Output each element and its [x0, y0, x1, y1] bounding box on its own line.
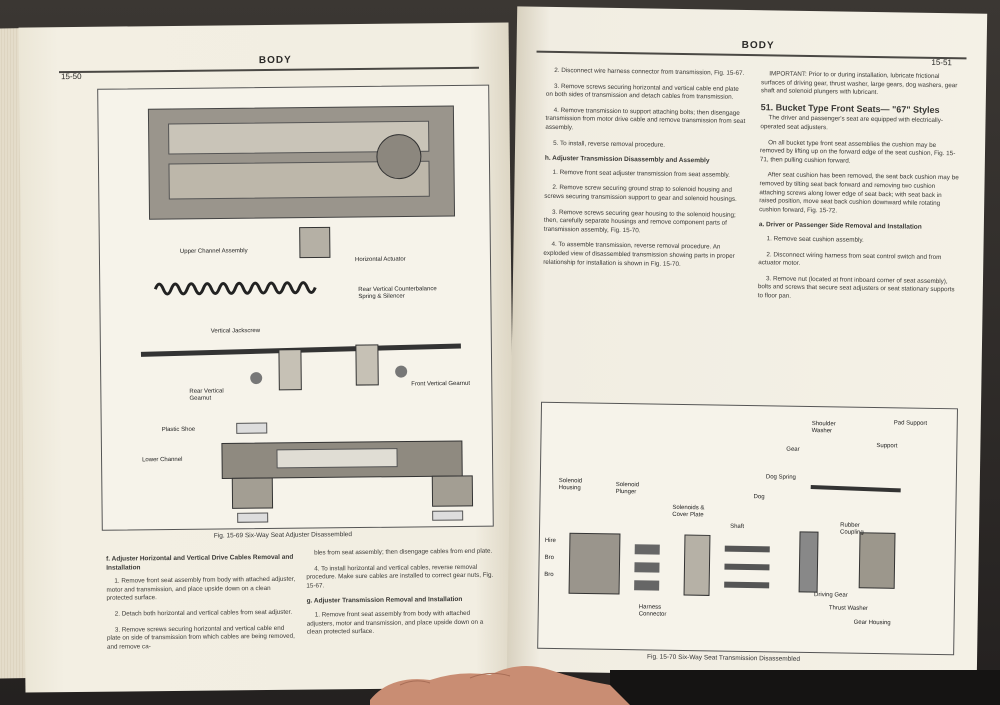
para: 2. Detach both horizontal and vertical c…: [114, 608, 293, 618]
heading-a: a. Driver or Passenger Side Removal and …: [758, 221, 922, 232]
label-driving-gear: Driving Gear: [813, 592, 848, 599]
label-rear-spring: Rear Vertical Counterbalance Spring & Si…: [358, 286, 437, 301]
para: 3. Remove screws securing horizontal and…: [106, 624, 295, 651]
left-page-number: 15-50: [61, 71, 82, 82]
label-jackscrew: Vertical Jackscrew: [210, 328, 261, 335]
left-header-rule: [58, 66, 479, 74]
label-plastic-shoe: Plastic Shoe: [161, 426, 196, 434]
para: After seat cushion has been removed, the…: [759, 171, 959, 215]
figure-15-69-caption: Fig. 15-69 Six-Way Seat Adjuster Disasse…: [213, 531, 353, 540]
label-rear-gearnut: Rear Vertical Gearnut: [189, 388, 224, 402]
label-shoulder-washer: Shoulder Washer: [811, 421, 836, 435]
label-upper-channel: Upper Channel Assembly: [179, 248, 248, 255]
para: 4. To assemble transmission, reverse rem…: [543, 241, 735, 268]
heading-f: f. Adjuster Horizontal and Vertical Driv…: [106, 553, 294, 572]
right-page-number: 15-51: [931, 57, 952, 68]
solenoid-housing-part: [568, 532, 621, 595]
right-header-rule: [536, 50, 967, 60]
para: 1. Remove seat cushion assembly.: [766, 235, 864, 244]
para: 2. Remove screw securing ground strap to…: [544, 184, 737, 203]
para: 1. Remove front seat assembly from body …: [306, 609, 484, 636]
label-support: Support: [876, 443, 898, 450]
plastic-shoe-part: [236, 422, 268, 434]
label-wire-3: Bro: [544, 571, 554, 578]
label-horizontal-actuator: Horizontal Actuator: [354, 256, 406, 264]
hand-image: [370, 666, 630, 705]
para: 4. Remove transmission to support attach…: [545, 106, 746, 132]
figure-15-70: Solenoid Housing Solenoid Plunger Soleno…: [537, 401, 958, 656]
para: 4. To install horizontal and vertical ca…: [306, 563, 494, 590]
para: 2. Disconnect wire harness connector fro…: [554, 66, 745, 77]
right-page-section-title: BODY: [741, 39, 775, 52]
counterbalance-spring-part: [153, 281, 317, 296]
label-harness-connector: Harness Connector: [638, 604, 667, 618]
para: 3. Remove nut (located at front inboard …: [757, 274, 955, 300]
label-lower-channel: Lower Channel: [142, 456, 183, 464]
right-column-2: IMPORTANT: Prior to or during installati…: [758, 70, 962, 311]
label-front-gearnut: Front Vertical Gearnut: [411, 380, 471, 388]
para: IMPORTANT: Prior to or during installati…: [760, 70, 958, 97]
figure-15-69: Upper Channel Assembly Horizontal Actuat…: [97, 84, 494, 531]
para: On all bucket type front seat assemblies…: [759, 138, 956, 165]
solenoids-cover-part: [683, 534, 711, 596]
seat-adjuster-illustration: [140, 105, 474, 523]
label-solenoids-cover: Solenoids & Cover Plate: [672, 504, 705, 519]
heading-h: h. Adjuster Transmission Disassembly and…: [544, 154, 710, 165]
label-gear-housing: Gear Housing: [853, 619, 891, 627]
para: 3. Remove screws securing horizontal and…: [545, 82, 739, 101]
heading-51: 51. Bucket Type Front Seats— "67" Styles: [760, 101, 940, 115]
label-dog: Dog: [753, 494, 765, 501]
para: 2. Disconnect wiring harness from seat c…: [758, 250, 942, 267]
label-solenoid-plunger: Solenoid Plunger: [615, 481, 640, 496]
label-pad-support: Pad Support: [893, 420, 928, 427]
para: bles from seat assembly; then disengage …: [314, 547, 493, 557]
horizontal-actuator-part: [299, 226, 331, 259]
label-thrust-washer: Thrust Washer: [828, 605, 869, 612]
left-column-1: f. Adjuster Horizontal and Vertical Driv…: [106, 550, 297, 659]
label-gear: Gear: [786, 446, 800, 453]
heading-g: g. Adjuster Transmission Removal and Ins…: [306, 596, 463, 605]
label-dog-spring: Dog Spring: [765, 474, 796, 481]
para: The driver and passenger's seat are equi…: [760, 114, 944, 132]
figure-15-70-caption: Fig. 15-70 Six-Way Seat Transmission Dis…: [646, 653, 801, 663]
left-column-2: bles from seat assembly; then disengage …: [306, 548, 497, 645]
left-page: BODY 15-50: [18, 22, 516, 693]
label-wire-1: Hire: [544, 537, 556, 545]
para: 1. Remove front seat assembly from body …: [106, 575, 296, 603]
para: 3. Remove screws securing gear housing t…: [543, 208, 736, 235]
para: 5. To install, reverse removal procedure…: [553, 139, 666, 149]
label-solenoid-housing: Solenoid Housing: [558, 478, 583, 492]
seat-transmission-illustration: [568, 485, 901, 596]
label-wire-2: Bro: [544, 554, 554, 561]
label-rubber-coupling: Rubber Coupling: [839, 522, 864, 536]
right-page: BODY 15-51 2. Disconnect wire harness co…: [506, 6, 988, 679]
gear-housing-part: [858, 532, 896, 589]
left-page-section-title: BODY: [258, 54, 292, 67]
label-shaft: Shaft: [730, 523, 745, 530]
para: 1. Remove front seat adjuster transmissi…: [552, 168, 731, 179]
background-object: [610, 670, 1000, 705]
right-column-1: 2. Disconnect wire harness connector fro…: [543, 67, 746, 277]
